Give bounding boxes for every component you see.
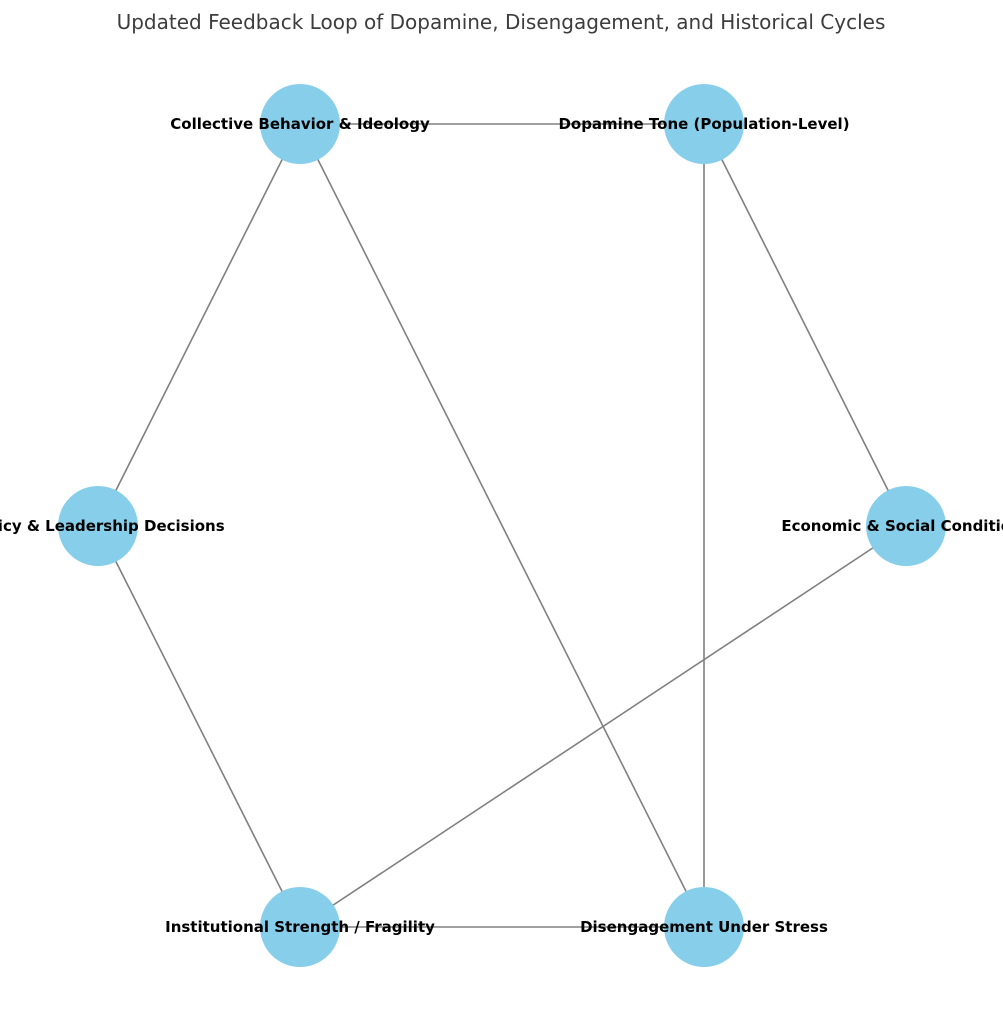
node-collective [260, 84, 340, 164]
edges-layer [97, 123, 907, 928]
nodes-layer [58, 84, 946, 967]
node-label-policy: Policy & Leadership Decisions [0, 517, 225, 535]
node-label-disengagement: Disengagement Under Stress [580, 918, 828, 936]
node-institutional [260, 887, 340, 967]
edge-dopamine-economic [703, 123, 907, 527]
node-dopamine [664, 84, 744, 164]
diagram-title: Updated Feedback Loop of Dopamine, Disen… [117, 10, 886, 34]
edge-economic-institutional [299, 525, 907, 928]
edge-policy-institutional [97, 525, 301, 928]
node-disengagement [664, 887, 744, 967]
node-policy [58, 486, 138, 566]
edge-collective-policy [97, 123, 301, 527]
node-label-dopamine: Dopamine Tone (Population-Level) [558, 115, 849, 133]
node-label-institutional: Institutional Strength / Fragility [165, 918, 435, 936]
node-label-economic: Economic & Social Conditions [781, 517, 1003, 535]
edge-collective-disengagement [299, 123, 705, 928]
labels-layer: Collective Behavior & Ideology Dopamine T… [0, 115, 1003, 936]
node-economic [866, 486, 946, 566]
node-label-collective: Collective Behavior & Ideology [170, 115, 430, 133]
